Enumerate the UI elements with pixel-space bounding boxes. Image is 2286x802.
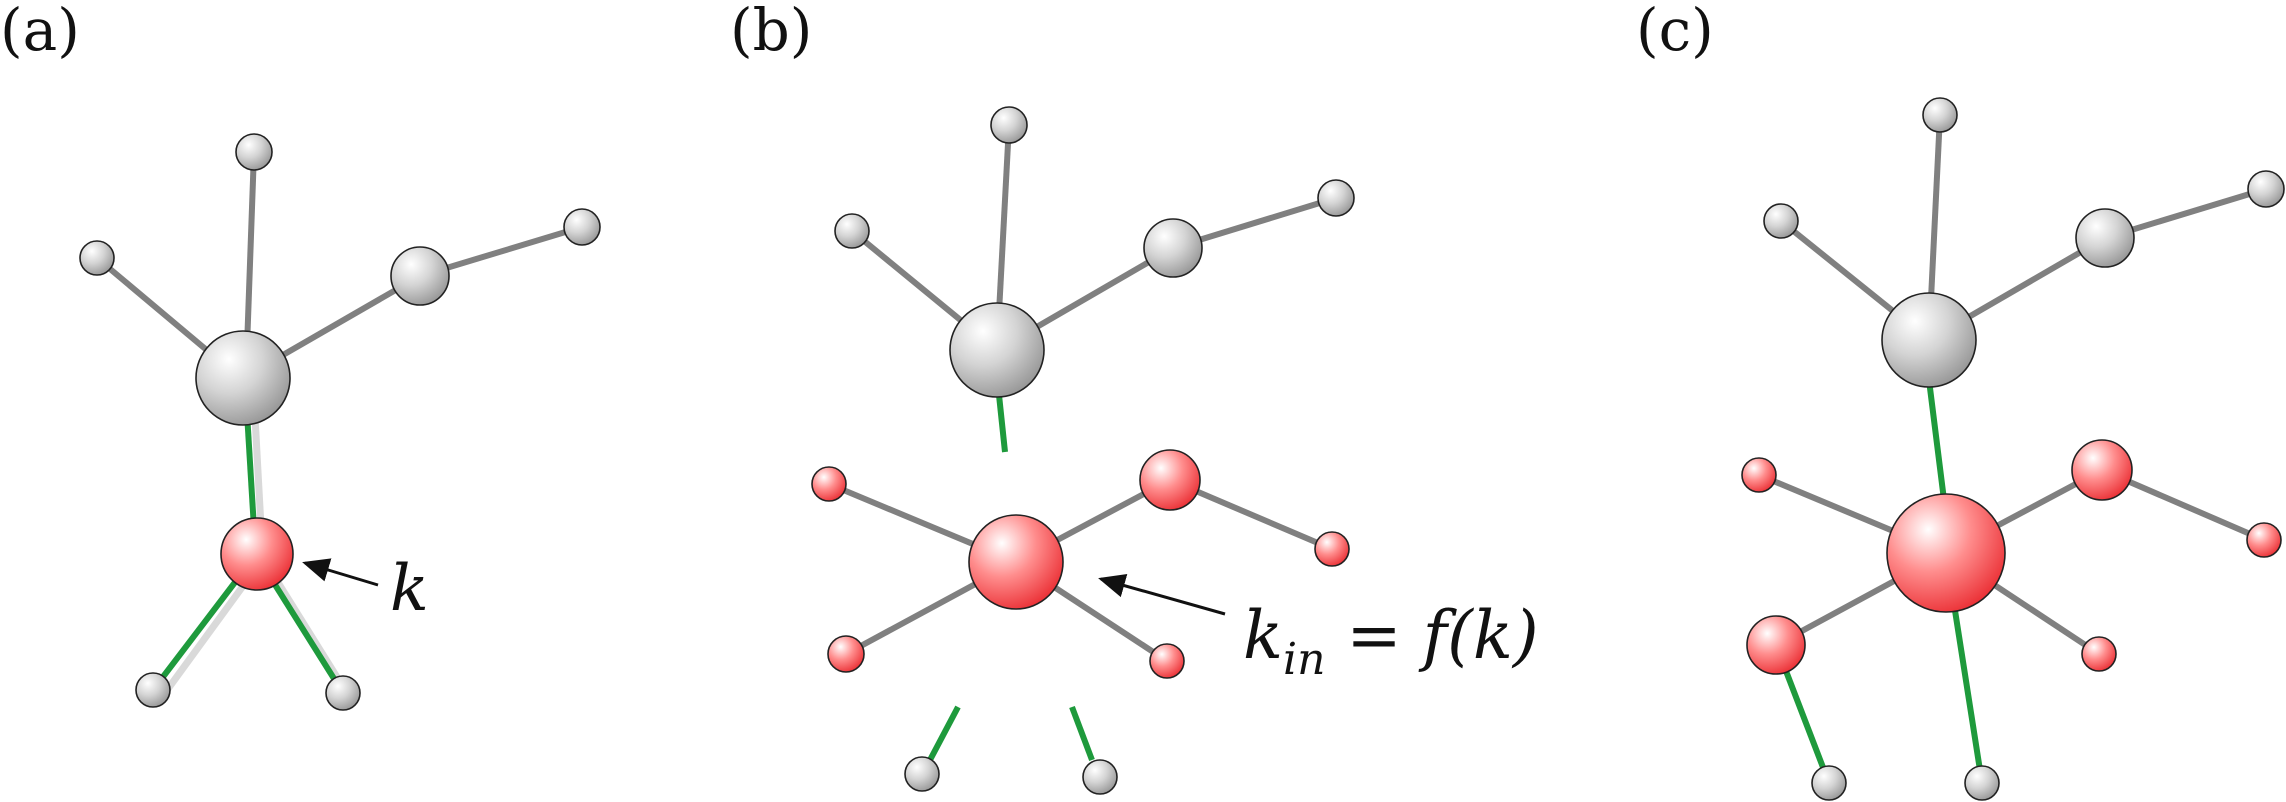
node-a-top: [235, 133, 273, 171]
node-c-red-lowright: [2081, 636, 2117, 672]
node-a-left: [79, 240, 115, 276]
edge-b-stub-bl: [927, 705, 961, 762]
node-c-red-hub: [1886, 493, 2006, 613]
node-b-red-hub: [968, 514, 1064, 610]
panel-label-a: (a): [0, 0, 80, 64]
node-b-top: [990, 106, 1028, 144]
node-c-red-upright: [2071, 439, 2133, 501]
annotation-b-rest: = f(k): [1325, 597, 1538, 674]
node-b-red-lowleft: [827, 635, 865, 673]
annotation-a-k: k: [390, 552, 429, 626]
node-b-hub: [949, 302, 1045, 398]
annotation-b-kin: kin = f(k): [1243, 597, 1539, 685]
node-b-mid: [1143, 218, 1203, 278]
panel-c: (c): [1636, 0, 2285, 801]
panel-a: (a) k: [0, 0, 601, 711]
edge-c-hub-red: [1926, 379, 1947, 501]
annotation-b-sub: in: [1283, 634, 1325, 685]
node-c-bottom-left: [1811, 765, 1847, 801]
annotation-b-k: k: [1243, 597, 1283, 674]
node-b-red-upright: [1139, 449, 1201, 511]
edge-b-stub-br: [1069, 705, 1095, 762]
node-c-left: [1763, 203, 1799, 239]
node-c-red-right: [2246, 522, 2282, 558]
node-a-bottom-right: [325, 675, 361, 711]
node-c-right: [2247, 170, 2285, 208]
node-a-bottom-left: [135, 672, 171, 708]
node-a-red: [220, 517, 294, 591]
node-a-right: [563, 208, 601, 246]
panel-label-c: (c): [1636, 0, 1714, 64]
node-b-bottom-left: [904, 756, 940, 792]
arrow-b-kin: [1098, 573, 1226, 616]
node-a-hub: [195, 330, 291, 426]
node-b-bottom-right: [1082, 759, 1118, 795]
node-a-mid: [390, 246, 450, 306]
arrow-a-k: [302, 558, 379, 587]
node-c-mid: [2075, 208, 2135, 268]
node-b-red-right: [1314, 531, 1350, 567]
node-c-top: [1922, 97, 1958, 133]
edge-b-hub-stub: [996, 394, 1008, 453]
node-c-bottom-right: [1964, 765, 2000, 801]
node-b-right: [1317, 179, 1355, 217]
panel-b: (b) kin = f(k): [730, 0, 1539, 795]
node-c-red-left: [1741, 457, 1777, 493]
panel-label-b: (b): [730, 0, 812, 64]
node-b-red-left: [811, 466, 847, 502]
node-c-hub: [1881, 292, 1977, 388]
node-b-left: [834, 213, 870, 249]
node-c-red-lowleft: [1746, 615, 1806, 675]
node-b-red-lowright: [1149, 643, 1185, 679]
